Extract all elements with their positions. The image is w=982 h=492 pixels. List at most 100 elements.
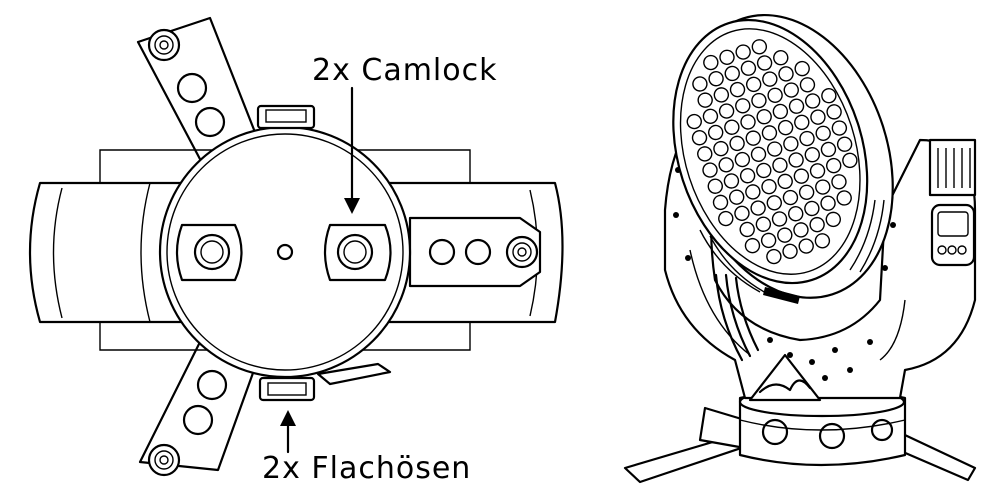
led-lens bbox=[815, 179, 831, 195]
led-lens bbox=[842, 152, 858, 169]
fixture-base bbox=[623, 386, 977, 484]
led-lens bbox=[723, 173, 740, 189]
head-fins bbox=[699, 199, 885, 304]
camlock-left bbox=[175, 223, 243, 282]
led-lens bbox=[777, 119, 794, 136]
led-lens bbox=[707, 178, 723, 194]
led-lens bbox=[804, 93, 821, 109]
logo-plate bbox=[748, 353, 822, 402]
led-lens bbox=[767, 87, 783, 103]
led-lens bbox=[836, 190, 852, 206]
led-lens bbox=[762, 71, 778, 87]
flat-eyelet-bottom bbox=[258, 362, 392, 402]
led-lens bbox=[734, 205, 750, 222]
led-lens bbox=[729, 81, 746, 98]
led-lens bbox=[729, 135, 745, 152]
led-lens bbox=[804, 147, 820, 163]
led-lens bbox=[761, 178, 777, 195]
led-lens bbox=[760, 232, 777, 249]
led-array bbox=[686, 39, 858, 265]
led-lens bbox=[697, 146, 713, 162]
led-lens bbox=[788, 206, 804, 222]
led-lens bbox=[734, 151, 751, 168]
led-lens bbox=[713, 140, 729, 157]
led-lens bbox=[756, 109, 772, 125]
led-lens bbox=[820, 195, 836, 211]
led-lens bbox=[756, 162, 772, 179]
led-lens bbox=[809, 163, 826, 179]
led-lens bbox=[697, 92, 713, 108]
led-lens bbox=[799, 130, 815, 147]
base-bottom-view: 2x Camlock 2x Flachösen bbox=[28, 16, 564, 486]
led-lens bbox=[793, 168, 810, 184]
led-lens bbox=[814, 233, 831, 249]
led-lens bbox=[777, 173, 793, 190]
led-lens bbox=[761, 125, 778, 141]
led-lens bbox=[771, 211, 788, 227]
led-lens bbox=[745, 184, 761, 200]
led-lens bbox=[750, 146, 767, 163]
yoke-vents bbox=[714, 273, 760, 362]
led-lens bbox=[836, 136, 853, 152]
led-lens bbox=[728, 189, 745, 205]
led-lens bbox=[713, 87, 730, 103]
led-lens bbox=[745, 130, 761, 146]
arrow-flachoesen bbox=[280, 410, 296, 454]
label-camlock: 2x Camlock bbox=[312, 53, 498, 88]
led-lens bbox=[756, 55, 773, 71]
led-lens bbox=[702, 162, 718, 178]
led-lens bbox=[783, 82, 799, 98]
led-lens bbox=[750, 200, 766, 216]
led-lens bbox=[686, 113, 702, 130]
led-lens bbox=[821, 87, 837, 104]
led-lens bbox=[719, 49, 735, 65]
led-lens bbox=[825, 211, 841, 228]
led-lens bbox=[739, 168, 756, 184]
led-lens bbox=[809, 216, 825, 233]
moving-head-fixture bbox=[623, 13, 977, 484]
led-lens bbox=[773, 50, 789, 66]
led-lens bbox=[766, 248, 782, 265]
led-lens bbox=[820, 141, 837, 158]
led-lens bbox=[708, 71, 724, 87]
led-lens bbox=[724, 119, 740, 135]
arrow-camlock bbox=[344, 86, 360, 214]
led-lens bbox=[718, 210, 734, 227]
led-lens bbox=[782, 243, 798, 260]
led-lens bbox=[744, 237, 761, 254]
led-lens bbox=[782, 189, 799, 206]
led-lens bbox=[831, 120, 848, 136]
led-lens bbox=[826, 104, 842, 120]
display-panel bbox=[930, 203, 976, 267]
led-lens bbox=[718, 103, 735, 119]
fixture-head bbox=[672, 13, 894, 299]
led-lens bbox=[831, 174, 847, 190]
led-lens bbox=[751, 39, 768, 55]
right-clamp-plate bbox=[408, 216, 542, 288]
led-lens bbox=[788, 98, 805, 114]
led-lens bbox=[793, 222, 809, 238]
led-lens bbox=[766, 195, 782, 211]
led-lens bbox=[783, 136, 799, 152]
led-lens bbox=[810, 109, 826, 125]
led-lens bbox=[794, 114, 810, 131]
led-lens bbox=[692, 76, 708, 92]
label-flachoesen: 2x Flachösen bbox=[262, 451, 471, 486]
led-lens bbox=[798, 184, 815, 200]
led-lens bbox=[724, 65, 740, 82]
center-hole bbox=[276, 243, 294, 261]
arm-vent-grille bbox=[928, 138, 977, 197]
led-lens bbox=[772, 157, 788, 173]
led-lens bbox=[735, 98, 751, 114]
led-lens bbox=[804, 200, 820, 217]
bracket-arm-upper bbox=[136, 16, 264, 180]
led-lens bbox=[788, 152, 804, 168]
led-lens bbox=[702, 108, 719, 125]
led-lens bbox=[707, 124, 724, 141]
led-lens bbox=[735, 44, 751, 60]
led-lens bbox=[794, 60, 810, 77]
led-lens bbox=[740, 114, 756, 130]
led-lens bbox=[751, 92, 767, 109]
led-lens bbox=[777, 227, 793, 243]
